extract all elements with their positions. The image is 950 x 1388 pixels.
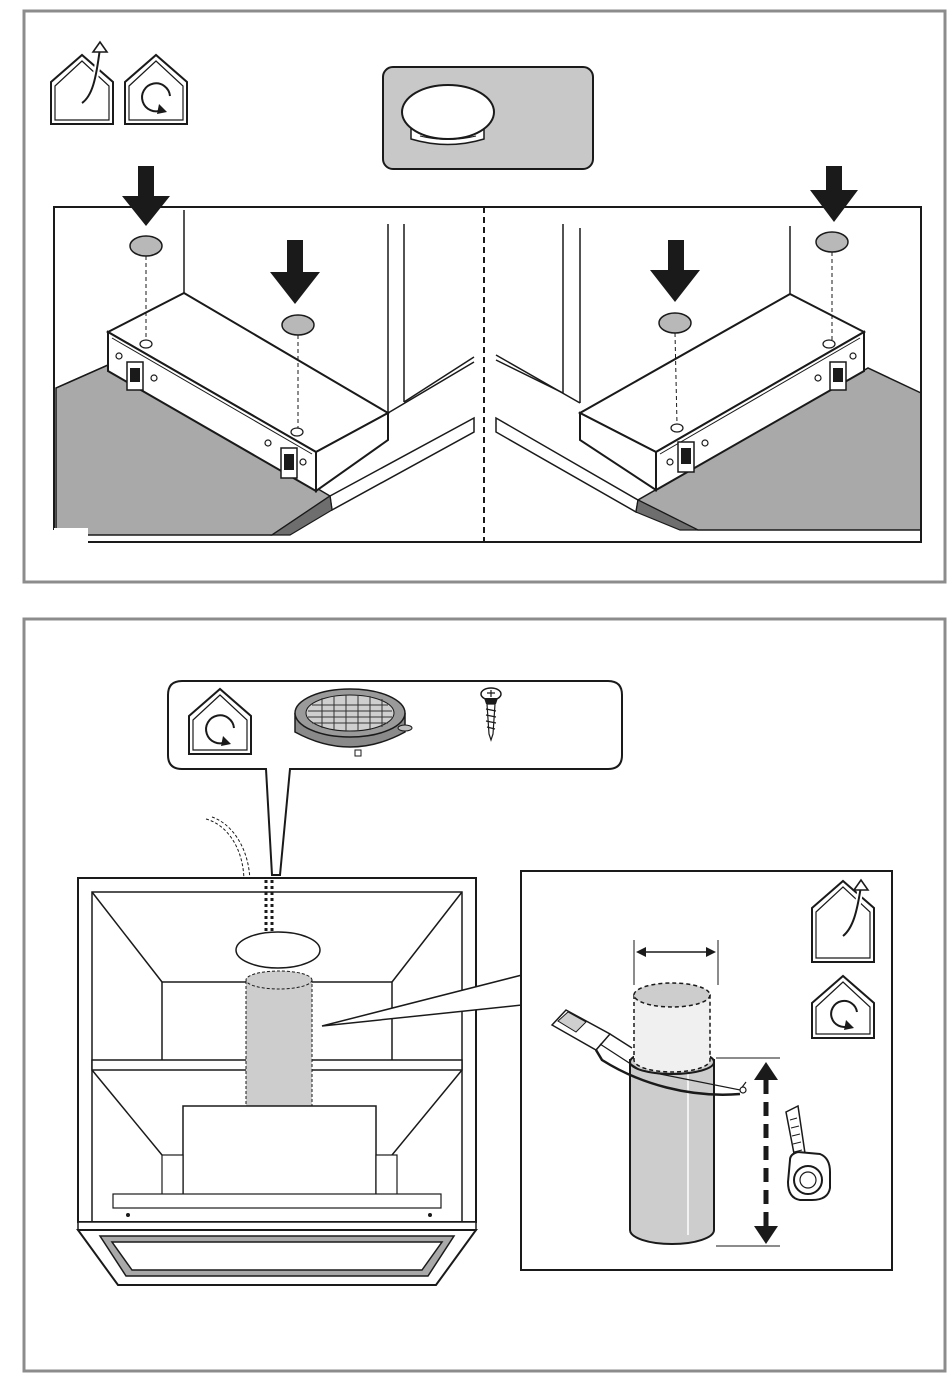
duct-cutting-detail (521, 871, 892, 1270)
hood-cabinet-view (78, 817, 522, 1285)
cover-cap (130, 236, 162, 256)
duct-pipe (630, 983, 714, 1244)
cover-cap (659, 313, 691, 333)
figure-1-panel (24, 11, 945, 582)
cover-cap-icon (383, 67, 593, 169)
cover-cap (816, 232, 848, 252)
figure-2-panel (24, 619, 945, 1371)
cover-cap (282, 315, 314, 335)
